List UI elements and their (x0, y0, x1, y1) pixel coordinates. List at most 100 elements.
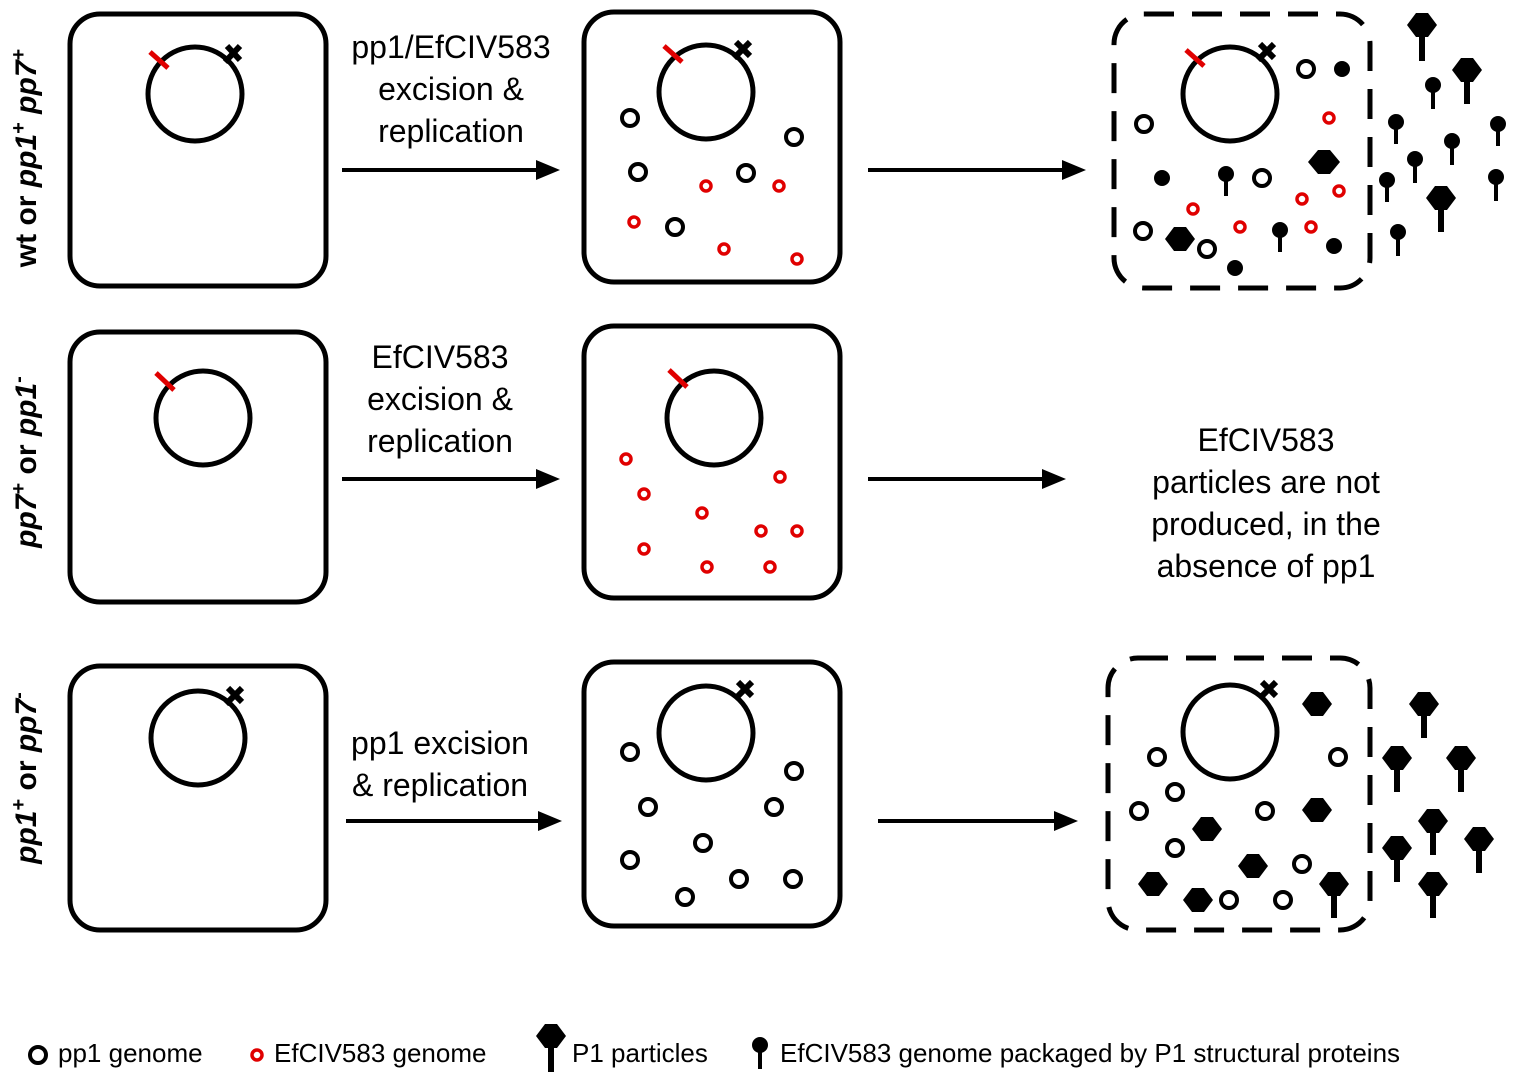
p1-particle (1382, 746, 1412, 792)
replicating-cell (581, 323, 843, 601)
chromosome (656, 683, 756, 783)
step-line: EfCIV583 (372, 339, 509, 375)
row-label-part: - (8, 376, 30, 383)
step-line: excision & (378, 71, 524, 107)
initial-cell (67, 329, 329, 605)
pp1-genome (1328, 747, 1348, 767)
step-line: & replication (352, 767, 528, 803)
packaged-efciv583 (1425, 77, 1441, 109)
arrow-head (536, 160, 560, 180)
pp1-genome (1129, 801, 1149, 821)
row-label-part: pp1 (10, 383, 43, 437)
pp1-genome (620, 108, 640, 128)
dot (1154, 170, 1170, 186)
legend-item: EfCIV583 genome (250, 1038, 486, 1068)
pp1-genome (783, 869, 803, 889)
pp1-genome (1219, 890, 1239, 910)
released-particles (1133, 13, 1506, 276)
p1-particle (1426, 186, 1456, 232)
chromosome (1180, 44, 1280, 144)
arrow-head (1062, 160, 1086, 180)
row-label-part: + (8, 799, 30, 811)
arrow-head (1054, 811, 1078, 831)
efciv583-prophage-mark (154, 371, 176, 392)
pp1-genome (693, 833, 713, 853)
pp1-genome (784, 761, 804, 781)
chromosome (1180, 682, 1280, 782)
pp1-genome (1134, 114, 1154, 134)
chromosome (656, 42, 756, 142)
efciv583-genome (772, 179, 786, 193)
row-label-pp7: pp7+ or pp1- (8, 376, 43, 549)
p1-particle (1192, 817, 1222, 841)
pp1-genomes (620, 742, 804, 907)
lysing-cell (1111, 11, 1373, 291)
step-label: pp1 excision & replication (351, 725, 529, 803)
efciv583-genome (699, 179, 713, 193)
step-line: pp1 excision (351, 725, 529, 761)
efciv583-genome (637, 487, 651, 501)
arrow-head (538, 811, 562, 831)
p1-particle (1302, 692, 1332, 716)
lysing-cell (1105, 655, 1373, 933)
efciv583-genome (790, 252, 804, 266)
efciv583-genome (763, 560, 777, 574)
row-label-wt: wt or pp1+ pp7+ (8, 49, 43, 268)
pp1-genome (1165, 782, 1185, 802)
efciv583-genome-icon (250, 1048, 264, 1062)
pp1-genome (764, 797, 784, 817)
pp1-prophage-mark (223, 685, 245, 707)
efciv583-prophage-mark (1184, 48, 1206, 68)
p1-particle (1452, 58, 1482, 104)
packaged-efciv583 (1407, 151, 1423, 183)
efciv583-genome (790, 524, 804, 538)
pp1-genome (665, 217, 685, 237)
efciv583-genome (1186, 202, 1200, 216)
packaged-efciv583 (1488, 169, 1504, 201)
pp1-genome-icon (28, 1045, 48, 1065)
row-pp1: pp1 excision & replication (67, 655, 1494, 933)
efciv583-prophage-mark (667, 368, 689, 389)
pp1-genome (1296, 59, 1316, 79)
replicating-cell (581, 9, 843, 285)
row-label-part: pp1 (10, 811, 43, 865)
efciv583-genome (700, 560, 714, 574)
efciv583-genome (619, 452, 633, 466)
efciv583-genome (637, 542, 651, 556)
row-label-part: pp1 (10, 134, 43, 188)
row-label-part: wt or (10, 187, 43, 268)
p1-particle (1302, 798, 1332, 822)
p1-particle (1308, 150, 1340, 174)
row-label-part: + (8, 49, 30, 61)
pp1-genome (1165, 838, 1185, 858)
pp1-genome (1273, 890, 1293, 910)
legend-label: P1 particles (572, 1038, 708, 1068)
legend-label: EfCIV583 genome packaged by P1 structura… (780, 1038, 1400, 1068)
p1-particle (1409, 692, 1439, 738)
packaged-efciv583 (1379, 172, 1395, 202)
p1-particle (1138, 872, 1168, 896)
step-line: pp1/EfCIV583 (351, 29, 550, 65)
packaged-efciv583 (1388, 114, 1404, 144)
step-line: replication (367, 423, 513, 459)
pp1-genomes (620, 108, 804, 237)
p1-particle (1238, 854, 1268, 878)
outcome-line: particles are not (1152, 464, 1380, 500)
pp1-prophage-mark (222, 43, 243, 65)
p1-particle-icon (536, 1024, 566, 1072)
packaged-efciv583-icon (752, 1037, 768, 1069)
efciv583-genome (1295, 192, 1309, 206)
pp1-genome (729, 869, 749, 889)
pp1-prophage-mark (731, 39, 753, 61)
efciv583-genome (1332, 184, 1346, 198)
pp1-genome (1292, 854, 1312, 874)
arrow-head (536, 469, 560, 489)
pp1-genome (784, 127, 804, 147)
packaged-efciv583 (1218, 166, 1234, 196)
legend-item: pp1 genome (28, 1038, 203, 1068)
efciv583-genome (695, 506, 709, 520)
efciv583-genomes (619, 452, 804, 574)
